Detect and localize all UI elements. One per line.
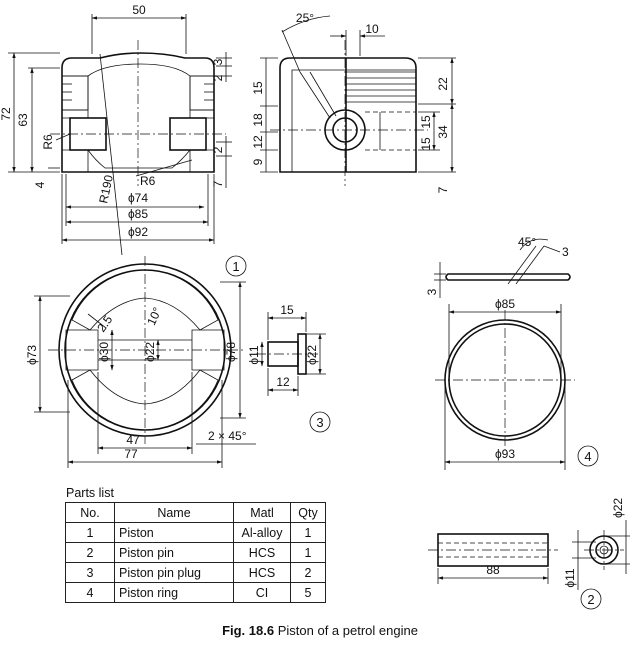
parts-list-header-row: No. Name Matl Qty [65,502,326,523]
dim-2a-front: 2 [211,74,225,81]
cell-no: 1 [65,522,115,543]
dim-3-ring-a: 3 [562,245,569,259]
dim-r6-left: R6 [41,134,55,150]
dim-phi85-ring: ϕ85 [495,297,515,311]
dim-22-side: 22 [436,77,450,91]
piston-side-view [270,40,428,186]
dim-r190: R190 [96,173,116,204]
piston-front-view [50,40,226,256]
header-no: No. [65,502,115,523]
view-marker-3: 3 [309,411,331,433]
dim-34-side: 34 [436,125,450,139]
table-row: 1 Piston Al-alloy 1 [65,522,326,543]
cell-matl: CI [233,582,291,603]
dim-50: 50 [132,3,146,17]
cell-qty: 1 [290,522,326,543]
dim-phi73: ϕ73 [25,345,39,365]
dim-45deg: 45° [518,235,536,249]
dim-phi22-plug: ϕ22 [305,345,319,365]
dim-15-side-c: 15 [419,137,433,151]
dim-10deg: 10° [144,305,164,328]
dim-r6-bottom: R6 [140,174,156,188]
piston-ring-dimensions: 45° 3 3 ϕ85 ϕ93 [425,235,569,470]
piston-pin-dimensions: 88 ϕ11 ϕ22 [437,498,630,590]
cell-matl: HCS [233,542,291,563]
front-view-dimensions: 50 72 63 R6 4 R190 R6 ϕ74 ϕ85 ϕ92 [0,3,232,244]
header-name: Name [114,502,234,523]
dim-7-front: 7 [211,180,225,187]
dim-72: 72 [0,107,13,121]
cell-name: Piston pin plug [114,562,234,583]
figure-caption-text: Piston of a petrol engine [277,623,418,638]
view-marker-2: 2 [580,588,602,610]
header-qty: Qty [290,502,326,523]
svg-text:3: 3 [316,415,323,430]
cell-qty: 2 [290,562,326,583]
dim-phi11-pin: ϕ11 [563,568,577,588]
dim-phi93-ring: ϕ93 [495,447,515,461]
svg-text:1: 1 [232,259,239,274]
cell-no: 2 [65,542,115,563]
parts-list-table: No. Name Matl Qty 1 Piston Al-alloy 1 2 … [65,502,326,603]
dim-10: 10 [365,22,379,36]
dim-3-front: 3 [211,58,225,65]
dim-25deg: 25° [296,11,314,25]
view-marker-1: 1 [225,255,247,277]
view-marker-4: 4 [577,445,599,467]
cell-no: 4 [65,582,115,603]
dim-63: 63 [16,113,30,127]
header-matl: Matl [233,502,291,523]
dim-phi30: ϕ30 [97,342,111,362]
dim-2b-front: 2 [211,146,225,153]
dim-77: 77 [124,447,138,461]
dim-18-side: 18 [251,113,265,127]
parts-list-title: Parts list [66,486,114,500]
dim-12-plug: 12 [276,375,290,389]
svg-text:2: 2 [587,592,594,607]
piston-pin-views [428,530,624,570]
cell-qty: 5 [290,582,326,603]
dim-15-side-b: 15 [419,115,433,129]
dim-phi11-plug: ϕ11 [247,345,261,365]
side-view-dimensions: 25° 10 15 18 12 9 22 15 15 34 7 [251,11,456,193]
cell-qty: 1 [290,542,326,563]
cell-matl: HCS [233,562,291,583]
dim-15-plug: 15 [280,303,294,317]
dim-12-side: 12 [251,135,265,149]
piston-plan-view [48,256,244,444]
dim-88: 88 [486,563,500,577]
cell-name: Piston ring [114,582,234,603]
dim-phi74: ϕ74 [128,191,148,205]
table-row: 3 Piston pin plug HCS 2 [65,562,326,583]
dim-phi22-plan: ϕ22 [143,342,157,362]
table-row: 2 Piston pin HCS 1 [65,542,326,563]
dim-chamfer: 2 × 45° [208,429,247,443]
dim-9-side: 9 [251,158,265,165]
cell-no: 3 [65,562,115,583]
pin-plug-dimensions: 15 ϕ11 ϕ22 12 [247,303,326,396]
table-row: 4 Piston ring CI 5 [65,582,326,603]
piston-pin-plug-view [256,333,318,375]
svg-text:4: 4 [584,449,591,464]
dim-47: 47 [126,433,140,447]
dim-3-ring-b: 3 [425,288,439,295]
dim-4: 4 [33,181,47,188]
dim-phi78: ϕ78 [224,342,238,362]
cell-matl: Al-alloy [233,522,291,543]
dim-phi85: ϕ85 [128,207,148,221]
dim-7-side: 7 [436,186,450,193]
cell-name: Piston [114,522,234,543]
piston-ring-views [435,245,575,450]
figure-caption: Fig. 18.6 Piston of a petrol engine [0,623,640,638]
dim-phi92: ϕ92 [128,225,148,239]
dim-15-side-a: 15 [251,81,265,95]
figure-caption-label: Fig. 18.6 [222,623,275,638]
cell-name: Piston pin [114,542,234,563]
dim-phi22-pin: ϕ22 [611,498,625,518]
